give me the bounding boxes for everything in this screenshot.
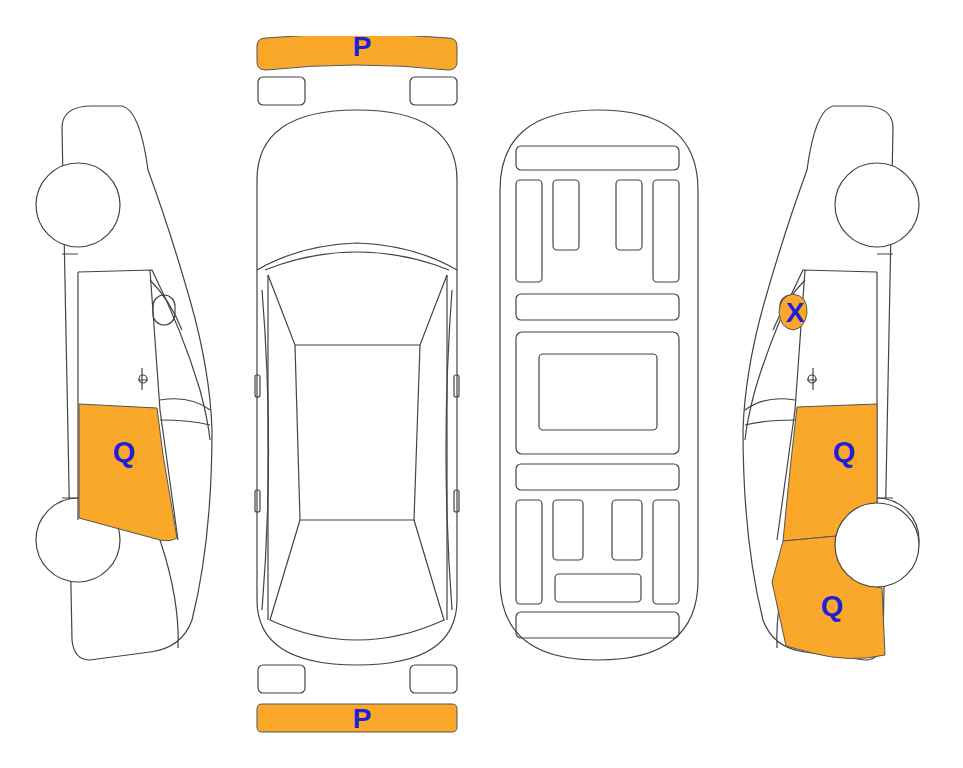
damage-shape [77,401,179,543]
damage-code: X [786,299,805,327]
damage-area: Q [77,401,179,543]
damage-code: Q [113,438,136,467]
damage-shape [770,500,920,663]
damage-area: X [777,292,811,332]
damage-fill [79,404,177,541]
damage-fill [257,36,457,70]
wheel [835,503,919,587]
damage-code: Q [821,592,844,621]
damage-fill [779,294,807,330]
damage-area: P [255,702,459,734]
damage-fill [257,704,457,732]
damage-area: P [255,36,459,72]
damage-code: P [353,705,372,733]
damage-area: Q [770,500,920,663]
damage-code: Q [833,438,856,467]
damage-code: P [353,33,372,61]
